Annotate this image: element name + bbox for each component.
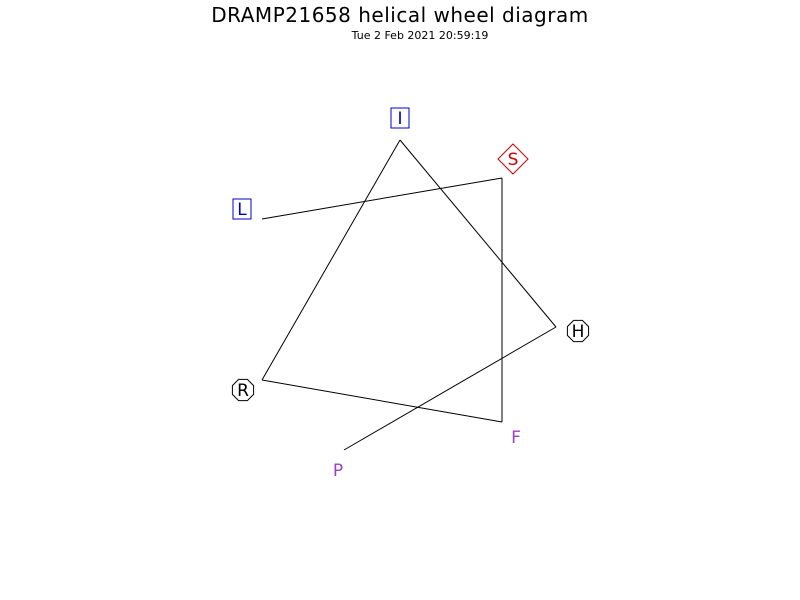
residue-h: H <box>566 319 590 343</box>
wheel-connections <box>261 139 557 451</box>
diagram-title: DRAMP21658 helical wheel diagram <box>211 3 589 27</box>
diagram-timestamp: Tue 2 Feb 2021 20:59:19 <box>351 29 489 42</box>
residue-l: L <box>232 198 252 220</box>
residue-i: I <box>390 107 410 129</box>
residue-letter: S <box>508 150 519 170</box>
wheel-connection-line <box>343 326 557 451</box>
square-marker-icon <box>390 107 410 129</box>
residue-letter: P <box>333 461 343 481</box>
octagon-marker-icon <box>566 319 590 343</box>
wheel-connection-line <box>261 139 401 381</box>
wheel-connection-line <box>261 379 503 423</box>
residue-letter: R <box>237 381 249 401</box>
wheel-connection-line <box>261 177 503 220</box>
wheel-residues: L S F R I H P <box>231 107 590 481</box>
residue-f: F <box>511 428 521 448</box>
residue-letter: H <box>572 322 585 342</box>
diamond-marker-icon <box>497 143 529 175</box>
wheel-connection-line <box>399 139 557 328</box>
octagon-marker-icon <box>231 378 255 402</box>
residue-s: S <box>497 143 529 175</box>
residue-r: R <box>231 378 255 402</box>
residue-letter: L <box>237 200 247 220</box>
residue-p: P <box>333 461 343 481</box>
residue-letter: F <box>511 428 521 448</box>
square-marker-icon <box>232 198 252 220</box>
residue-letter: I <box>397 109 402 129</box>
